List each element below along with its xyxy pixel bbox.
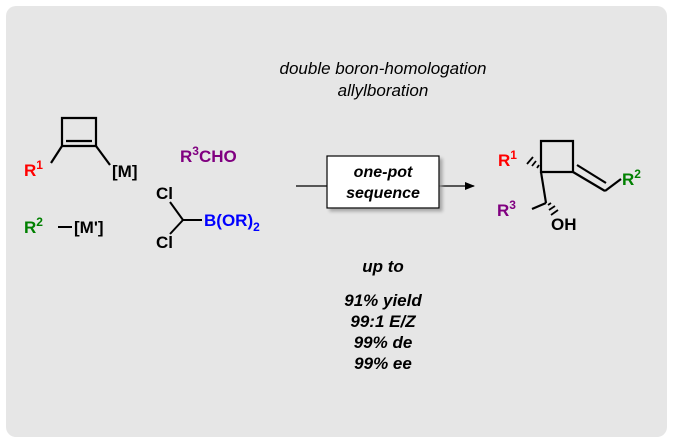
scheme-panel bbox=[6, 6, 667, 437]
box-line-2: sequence bbox=[346, 185, 420, 202]
product-r3-label: R3 bbox=[497, 198, 516, 220]
product-oh-label: OH bbox=[551, 215, 577, 234]
product-r2-label: R2 bbox=[622, 167, 641, 189]
organometal-r2-label: R2 bbox=[24, 215, 43, 237]
condition-line-1: double boron-homologation bbox=[280, 59, 487, 78]
results-heading: up to bbox=[362, 257, 404, 276]
aldehyde-label: R3CHO bbox=[180, 144, 237, 166]
product-r1-label: R1 bbox=[498, 148, 517, 170]
organometal-metal-label: [M'] bbox=[74, 218, 104, 237]
boronate-boron-label: B(OR)2 bbox=[204, 211, 260, 234]
boronate-bonds bbox=[169, 201, 202, 235]
one-pot-box bbox=[326, 155, 440, 209]
result-ee: 99% ee bbox=[354, 354, 412, 373]
boronate-cl-top: Cl bbox=[156, 184, 173, 203]
result-yield: 91% yield bbox=[344, 291, 422, 310]
cyclobutene-metal-label: [M] bbox=[112, 162, 137, 181]
box-line-1: one-pot bbox=[354, 164, 413, 181]
product-structure bbox=[531, 139, 622, 211]
product-oh-hashed-bond bbox=[547, 202, 559, 216]
cyclobutene-r1-label: R1 bbox=[24, 158, 43, 180]
result-ez-ratio: 99:1 E/Z bbox=[350, 312, 416, 331]
condition-line-2: allylboration bbox=[338, 81, 429, 100]
product-r1-hashed-bond bbox=[526, 156, 540, 169]
cyclobutene-reactant bbox=[50, 116, 111, 166]
boronate-cl-bottom: Cl bbox=[156, 233, 173, 252]
result-de: 99% de bbox=[354, 333, 413, 352]
